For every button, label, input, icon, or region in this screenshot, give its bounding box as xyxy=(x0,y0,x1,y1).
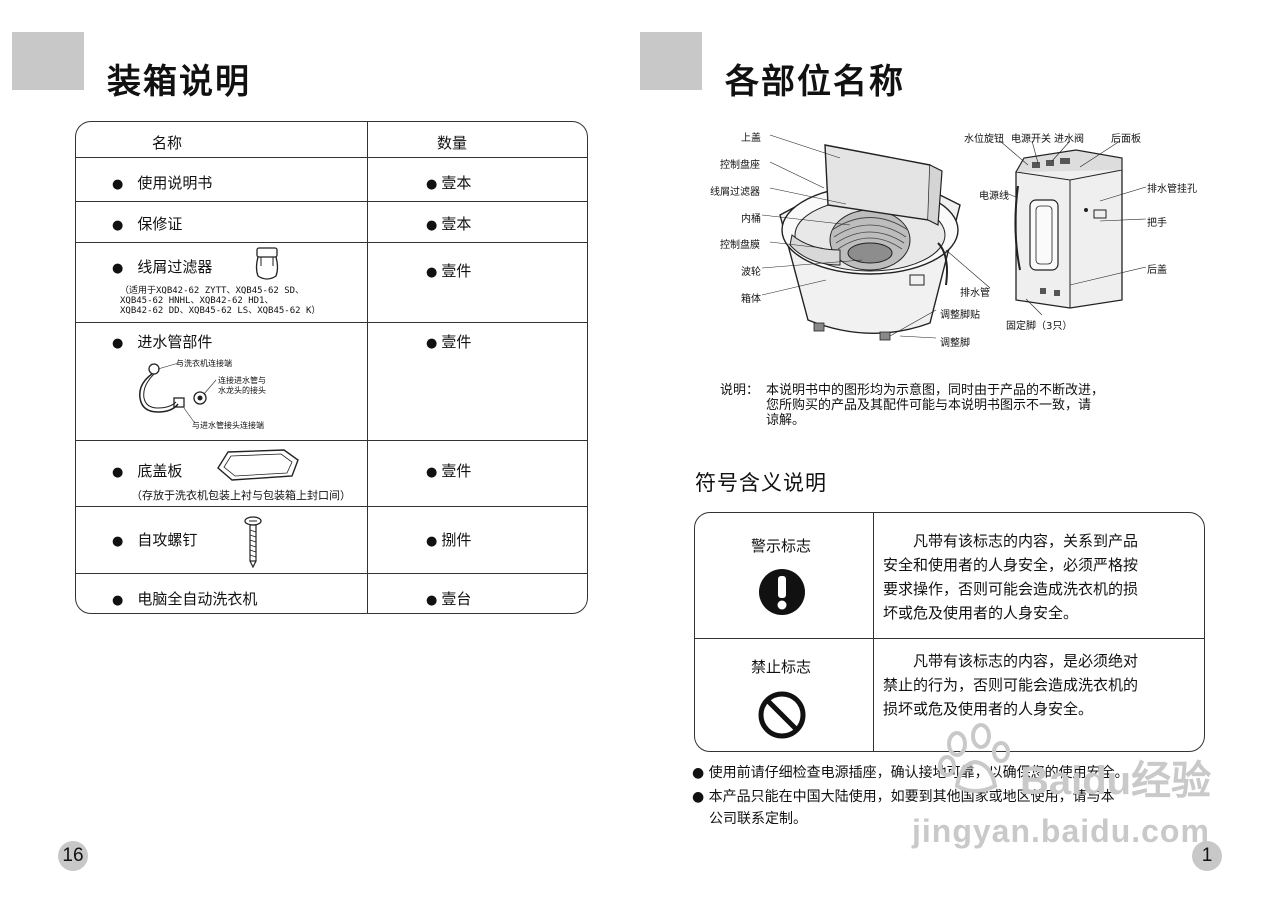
prohibition-icon xyxy=(758,691,806,739)
label-fixed-feet: 固定脚（3只） xyxy=(1006,321,1073,332)
left-header-block xyxy=(12,32,84,90)
table-row: ●线屑过滤器 xyxy=(112,258,213,276)
row-qty: ●壹台 xyxy=(426,590,472,608)
label-top-lid: 上盖 xyxy=(741,133,761,144)
row-divider xyxy=(695,638,1204,639)
region-note-continued: 公司联系定制。 xyxy=(709,811,807,827)
label-power-cord: 电源线 xyxy=(979,191,1009,202)
row-qty: ●壹件 xyxy=(426,333,472,351)
warning-symbol-name: 警示标志 xyxy=(751,537,812,555)
header-name: 名称 xyxy=(152,134,183,152)
label-cabinet: 箱体 xyxy=(741,294,761,305)
bottom-cover-icon xyxy=(217,449,299,481)
label-adjust-foot: 调整脚 xyxy=(940,338,970,349)
label-drain-hook-hole: 排水管挂孔 xyxy=(1147,184,1197,195)
right-page-number: 1 xyxy=(1192,841,1222,871)
row-qty: ●壹本 xyxy=(426,174,472,192)
row-divider xyxy=(76,201,587,202)
filter-model-note: （适用于XQB42-62 ZYTT、XQB45-62 SD、 XQB45-62 … xyxy=(120,286,321,316)
row-divider xyxy=(76,440,587,441)
diagram-note: 本说明书中的图形均为示意图，同时由于产品的不断改进， 您所购买的产品及其配件可能… xyxy=(766,383,1105,428)
table-row: ●使用说明书 xyxy=(112,174,213,192)
row-divider xyxy=(76,573,587,574)
packing-list-table: 名称 数量 ●使用说明书 ●壹本 ●保修证 ●壹本 ●线屑过滤器 ●壹件 （适用… xyxy=(75,121,588,614)
symbols-table: 警示标志 凡带有该标志的内容，关系到产品 安全和使用者的人身安全，必须严格按 要… xyxy=(694,512,1205,752)
row-qty: ●壹本 xyxy=(426,215,472,233)
row-qty: ●壹件 xyxy=(426,262,472,280)
label-inner-tub: 内桶 xyxy=(741,214,761,225)
front-leader-lines xyxy=(761,134,991,339)
washer-back-illustration xyxy=(1014,149,1123,309)
label-water-level-knob: 水位旋钮 xyxy=(964,134,1004,145)
diagram-note-prefix: 说明： xyxy=(720,383,760,398)
label-pulsator: 波轮 xyxy=(741,267,761,278)
prohibition-symbol-desc: 凡带有该标志的内容，是必须绝对 禁止的行为，否则可能会造成洗衣机的 损坏或危及使… xyxy=(883,652,1139,718)
hose-label-pipe-end: 与进水管接头连接端 xyxy=(192,421,264,430)
label-foot-pad: 调整脚贴 xyxy=(940,310,980,321)
lint-filter-icon xyxy=(255,247,279,280)
baidu-paw-logo xyxy=(938,723,1010,793)
right-page-title: 各部位名称 xyxy=(725,62,905,102)
row-divider xyxy=(76,506,587,507)
inlet-hose-icon xyxy=(139,361,217,423)
table-row: ●自攻螺钉 xyxy=(112,531,198,549)
hose-label-faucet-joint: 连接进水管与 水龙头的接头 xyxy=(218,376,266,395)
screw-icon xyxy=(244,516,262,568)
washer-front-illustration xyxy=(779,144,961,341)
symbols-heading: 符号含义说明 xyxy=(695,471,827,495)
right-header-block xyxy=(640,32,702,90)
label-drain-hose: 排水管 xyxy=(960,288,990,299)
header-qty: 数量 xyxy=(437,134,468,152)
table-row: ●保修证 xyxy=(112,215,183,233)
table-row: ●底盖板 xyxy=(112,462,183,480)
label-power-switch: 电源开关 xyxy=(1011,134,1051,145)
row-divider xyxy=(76,322,587,323)
watermark-url: jingyan.baidu.com xyxy=(912,813,1210,849)
row-qty: ●壹件 xyxy=(426,462,472,480)
label-lint-filter: 线屑过滤器 xyxy=(710,187,760,198)
region-note: ● 本产品只能在中国大陆使用，如要到其他国家或地区使用，请与本 xyxy=(692,789,1115,805)
row-divider xyxy=(76,157,587,158)
watermark-brand: Baidu经验 xyxy=(1020,759,1212,803)
table-row: ●进水管部件 xyxy=(112,333,213,351)
safety-note: ● 使用前请仔细检查电源插座，确认接地可靠，以确保您的使用安全。 xyxy=(692,765,1129,781)
warning-symbol-desc: 凡带有该标志的内容，关系到产品 安全和使用者的人身安全，必须严格按 要求操作，否… xyxy=(883,532,1139,622)
label-handle: 把手 xyxy=(1147,218,1167,229)
label-back-cover: 后盖 xyxy=(1147,265,1167,276)
left-page-title: 装箱说明 xyxy=(107,62,251,102)
label-control-panel: 控制盘座 xyxy=(720,160,760,171)
left-page-number: 16 xyxy=(58,841,88,871)
bottom-cover-note: （存放于洗衣机包装上衬与包装箱上封口间） xyxy=(131,489,351,502)
hose-label-washer-end: 与洗衣机连接端 xyxy=(176,359,232,368)
back-leader-lines xyxy=(999,140,1147,316)
label-back-panel: 后面板 xyxy=(1111,134,1141,145)
row-divider xyxy=(76,242,587,243)
row-qty: ●捌件 xyxy=(426,531,472,549)
table-divider xyxy=(873,513,874,751)
table-divider xyxy=(367,122,368,613)
table-row: ●电脑全自动洗衣机 xyxy=(112,590,258,608)
label-control-film: 控制盘膜 xyxy=(720,240,760,251)
label-inlet-valve: 进水阀 xyxy=(1054,134,1084,145)
warning-exclamation-icon xyxy=(759,569,805,615)
prohibition-symbol-name: 禁止标志 xyxy=(751,658,812,676)
